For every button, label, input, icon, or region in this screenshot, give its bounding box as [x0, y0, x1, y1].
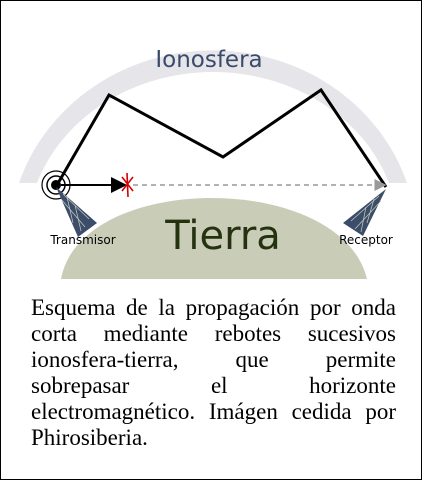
transmitter-antenna-icon [56, 187, 97, 237]
ionosphere-band [19, 50, 407, 183]
transmitter-emitter-icon [41, 170, 71, 200]
receiver-antenna-icon [343, 189, 386, 236]
earth-shape [61, 198, 367, 279]
sky-wave-path [55, 87, 388, 188]
transmitter-label: Transmisor [49, 233, 115, 247]
ionosphere-label: Ionosfera [155, 47, 262, 73]
blocked-marker [121, 172, 134, 198]
earth-label: Tierra [164, 213, 281, 259]
figure-caption: Esquema de la propagación por onda corta… [31, 295, 396, 450]
receiver-label: Receptor [339, 233, 393, 247]
propagation-diagram: Ionosfera Tierra Transmisor Receptor [19, 47, 407, 279]
